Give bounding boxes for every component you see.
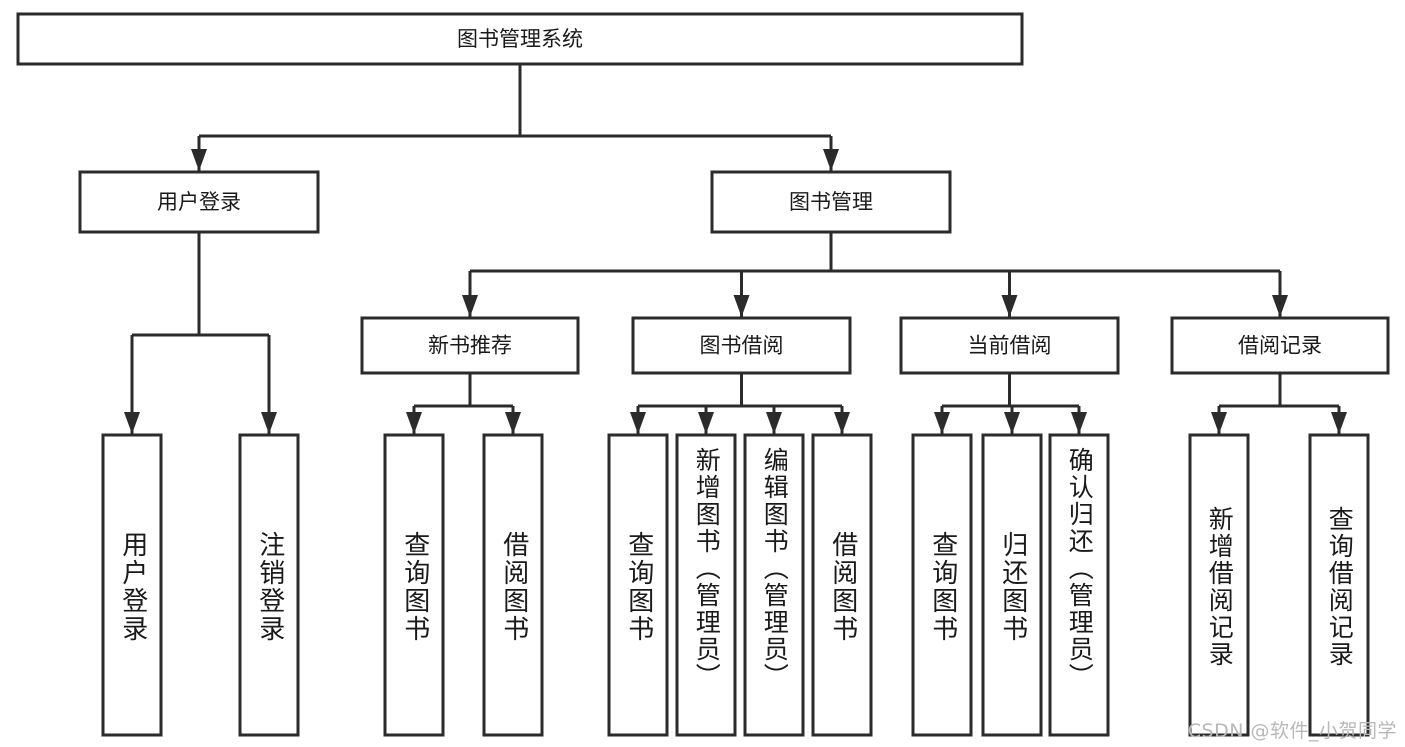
- root-box-0[interactable]: [16, 12, 1024, 66]
- arrow-head-level2-0: [191, 149, 207, 171]
- arrow-head-level3-1: [733, 295, 750, 317]
- arrow-head-leaf-7: [834, 412, 850, 434]
- leaf-box-0[interactable]: [101, 433, 163, 737]
- level3-box-2[interactable]: [899, 316, 1120, 375]
- arrow-head-leaf-12: [1331, 412, 1347, 434]
- leaf-box-6[interactable]: [743, 433, 805, 737]
- leaf-box-5[interactable]: [675, 433, 737, 737]
- arrow-head-leaf-11: [1211, 412, 1227, 434]
- leaf-box-4[interactable]: [607, 433, 669, 737]
- arrow-head-leaf-1: [261, 412, 277, 434]
- watermark-text: CSDN @软件_小贺同学: [1187, 720, 1397, 742]
- leaf-box-2[interactable]: [383, 433, 445, 737]
- level3-label-2: 当前借阅: [968, 334, 1052, 358]
- leaf-box-3[interactable]: [482, 433, 544, 737]
- level2-box-1[interactable]: [710, 170, 952, 234]
- level3-box-1[interactable]: [631, 316, 852, 375]
- arrow-head-leaf-3: [505, 412, 521, 434]
- arrow-head-level3-3: [1272, 295, 1288, 317]
- arrow-head-level2-1: [823, 149, 839, 171]
- level3-box-3[interactable]: [1170, 316, 1390, 375]
- level2-label-0: 用户登录: [157, 190, 241, 214]
- leaf-box-11[interactable]: [1188, 433, 1250, 737]
- level3-label-3: 借阅记录: [1238, 334, 1322, 358]
- boxes-layer: [16, 12, 1390, 737]
- arrow-head-leaf-10: [1071, 412, 1087, 434]
- arrow-head-leaf-0: [124, 412, 140, 434]
- leaf-box-10[interactable]: [1048, 433, 1110, 737]
- level2-label-1: 图书管理: [789, 190, 873, 214]
- leaf-box-1[interactable]: [238, 433, 300, 737]
- connectors-layer: [124, 64, 1347, 434]
- arrow-head-level3-2: [1001, 295, 1018, 317]
- level3-box-0[interactable]: [360, 316, 580, 375]
- leaf-box-9[interactable]: [981, 433, 1043, 737]
- arrow-head-leaf-8: [934, 412, 950, 434]
- arrow-head-leaf-9: [1004, 412, 1020, 434]
- leaf-box-7[interactable]: [811, 433, 873, 737]
- arrow-head-leaf-4: [630, 412, 646, 434]
- arrow-head-level3-0: [462, 295, 478, 317]
- root-label-0: 图书管理系统: [457, 27, 583, 51]
- arrow-head-leaf-6: [766, 412, 782, 434]
- level3-label-1: 图书借阅: [700, 334, 784, 358]
- arrow-head-leaf-5: [698, 412, 714, 434]
- level3-label-0: 新书推荐: [428, 334, 512, 358]
- leaf-box-8[interactable]: [911, 433, 973, 737]
- leaf-box-12[interactable]: [1308, 433, 1370, 737]
- arrow-head-leaf-2: [406, 412, 422, 434]
- level2-box-0[interactable]: [78, 170, 320, 234]
